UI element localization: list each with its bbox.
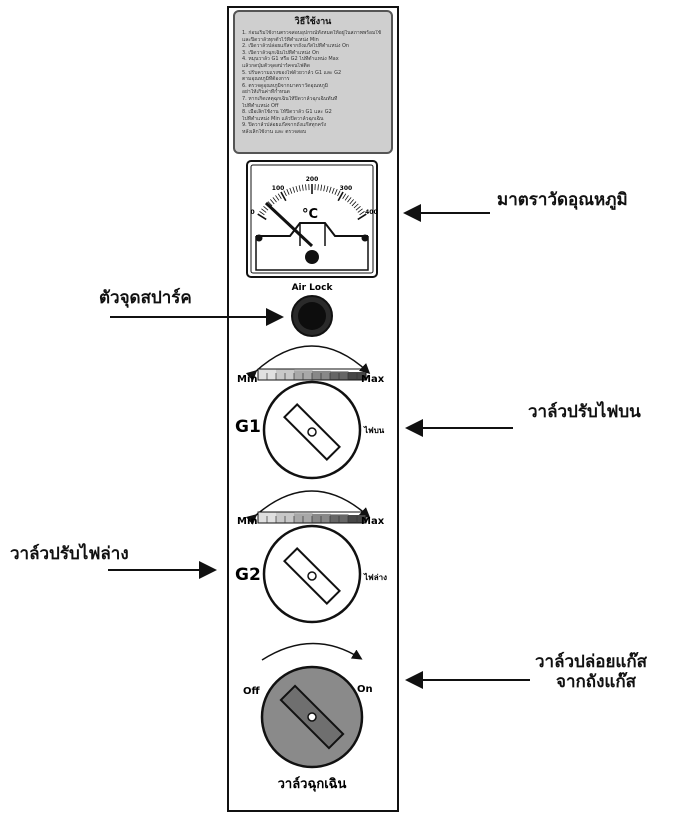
gauge-needle — [264, 201, 314, 248]
gauge-tick — [334, 189, 338, 195]
emergency-valve-label: วาล์วฉุกเฉิน — [278, 776, 347, 792]
callout-spark-igniter: ตัวจุดสปาร์ค — [99, 288, 192, 308]
gauge-tick — [328, 186, 332, 193]
gauge-tick — [277, 193, 282, 199]
instruction-line: 1. ก่อนเริ่มใช้งานตรวจสอบอุปกรณ์ทั้งหมดใ… — [242, 30, 382, 36]
gauge-tick — [357, 213, 367, 221]
dial-g1: Min Max G1 ไฟบน — [235, 345, 385, 480]
instruction-line: อย่าให้เกินค่าที่กำหนด — [242, 89, 290, 96]
spark-igniter-label: Air Lock — [292, 283, 334, 293]
emergency-on-label: On — [357, 684, 373, 695]
instruction-line: ไปที่ตำแหน่ง Min แล้วปิดวาล์วฉุกเฉิน — [242, 115, 324, 122]
instruction-line: 2. เปิดวาล์วปล่อยแก๊สจากถังแก๊สไปที่ตำแห… — [242, 43, 350, 50]
gauge-tick — [337, 190, 341, 197]
gauge-unit-label: °C — [302, 207, 318, 222]
g1-side-label: ไฟบน — [363, 425, 385, 435]
callout-gas-valve-line1: วาล์วปล่อยแก๊ส — [535, 652, 648, 672]
gauge-screw-right — [361, 234, 369, 242]
instruction-line: แล้วกดปุ่มตัวจุดสปาร์คจนไฟติด — [242, 62, 311, 69]
gauge-tick — [355, 205, 361, 211]
gauge-tick — [359, 211, 365, 216]
gauge-tick — [259, 211, 265, 216]
emergency-off-label: Off — [243, 686, 261, 697]
instruction-line: 6. ตรวจดูอุณหภูมิจากมาตราวัดอุณหภูมิ — [242, 82, 328, 89]
gauge-tick — [349, 199, 354, 205]
gauge-tick — [286, 189, 290, 195]
gauge-scale-label: 0 — [251, 209, 255, 216]
emergency-valve: Off On วาล์วฉุกเฉิน — [243, 642, 373, 792]
g1-max-label: Max — [361, 374, 385, 385]
gauge-tick — [270, 199, 275, 205]
gauge-tick — [295, 185, 298, 192]
gauge-tick — [347, 197, 352, 203]
gauge-tick — [298, 185, 301, 192]
g1-min-label: Min — [237, 374, 258, 385]
callout-bottom-valve: วาล์วปรับไฟล่าง — [10, 544, 129, 564]
gauge-tick — [257, 213, 267, 221]
gauge-scale-label: 400 — [365, 209, 378, 216]
gauge-tick — [342, 193, 347, 199]
gauge-tick — [261, 208, 267, 213]
gauge-tick — [305, 184, 307, 191]
gauge-tick — [289, 187, 293, 194]
gauge-tick — [351, 201, 357, 207]
gauge-ticks — [257, 184, 367, 221]
gauge-tick — [331, 187, 335, 194]
gauge-tick — [353, 203, 359, 209]
temperature-gauge: 0 100 200 300 400 °C — [246, 160, 378, 278]
gauge-scale-label: 200 — [306, 176, 319, 183]
g2-scale-bar — [257, 511, 367, 524]
gauge-scale-labels: 0 100 200 300 400 — [251, 176, 378, 216]
gauge-tick — [317, 184, 319, 191]
instructions-text: 1. ก่อนเริ่มใช้งานตรวจสอบอุปกรณ์ทั้งหมดใ… — [242, 30, 384, 136]
instruction-line: 3. เปิดวาล์วฉุกเฉินไปที่ตำแหน่ง On — [242, 49, 320, 56]
spark-igniter: Air Lock — [291, 283, 334, 337]
gauge-tick — [337, 191, 344, 202]
instruction-line: 9. ปิดวาล์วปล่อยแก๊สจากถังแก๊สทุกครั้ง — [242, 122, 327, 129]
instruction-line: 7. หากเกิดเหตุฉุกเฉินให้ปิดวาล์วฉุกเฉินท… — [242, 95, 338, 102]
gauge-pivot — [305, 250, 319, 264]
g1-scale-bar — [257, 368, 367, 381]
g2-name-label: G2 — [235, 565, 261, 585]
instruction-line: 8. เมื่อเลิกใช้งาน ให้ปิดวาล์ว G1 และ G2 — [242, 109, 332, 116]
instruction-line: และปิดวาล์วทุกตัวไว้ที่ตำแหน่ง Min — [242, 36, 319, 43]
callout-gas-valve-line2: จากถังแก๊ส — [556, 672, 637, 692]
gauge-tick — [283, 190, 287, 197]
instruction-line: ไปที่ตำแหน่ง Off — [242, 102, 279, 109]
gauge-scale-label: 300 — [340, 185, 353, 192]
g2-max-label: Max — [361, 516, 385, 527]
gauge-scale-label: 100 — [272, 185, 285, 192]
gauge-tick — [272, 197, 277, 203]
instruction-line: ตามอุณหภูมิที่ต้องการ — [242, 76, 290, 83]
gauge-tick — [326, 185, 329, 192]
spark-button[interactable] — [298, 302, 326, 330]
gauge-tick — [323, 185, 326, 192]
gauge-tick — [320, 184, 323, 191]
instruction-line: 4. หมุนวาล์ว G1 หรือ G2 ไปที่ตำแหน่ง Max — [242, 56, 339, 63]
gauge-tick — [344, 195, 349, 201]
g2-side-label: ไฟล่าง — [363, 572, 387, 582]
gauge-tick — [357, 208, 363, 213]
gauge-tick — [263, 205, 269, 211]
instruction-line: หลังเลิกใช้งาน และ ตรวจสอบ — [242, 128, 307, 135]
dial-g2: Min Max G2 ไฟล่าง — [235, 490, 387, 624]
instruction-line: 5. ปรับความแรงของไฟด้วยวาล์ว G1 และ G2 — [242, 69, 342, 76]
callout-top-valve: วาล์วปรับไฟบน — [528, 402, 641, 422]
gauge-tick — [267, 201, 273, 207]
gauge-tick — [280, 191, 287, 202]
instructions-title: วิธีใช้งาน — [294, 17, 332, 27]
gauge-tick — [292, 186, 296, 193]
g2-min-label: Min — [237, 516, 258, 527]
gauge-screw-left — [255, 234, 263, 242]
instructions-plate: วิธีใช้งาน 1. ก่อนเริ่มใช้งานตรวจสอบอุปก… — [233, 10, 393, 154]
g1-name-label: G1 — [235, 417, 261, 437]
callout-thermometer: มาตราวัดอุณหภูมิ — [497, 190, 628, 210]
gauge-tick — [301, 184, 304, 191]
gauge-tick — [275, 195, 280, 201]
